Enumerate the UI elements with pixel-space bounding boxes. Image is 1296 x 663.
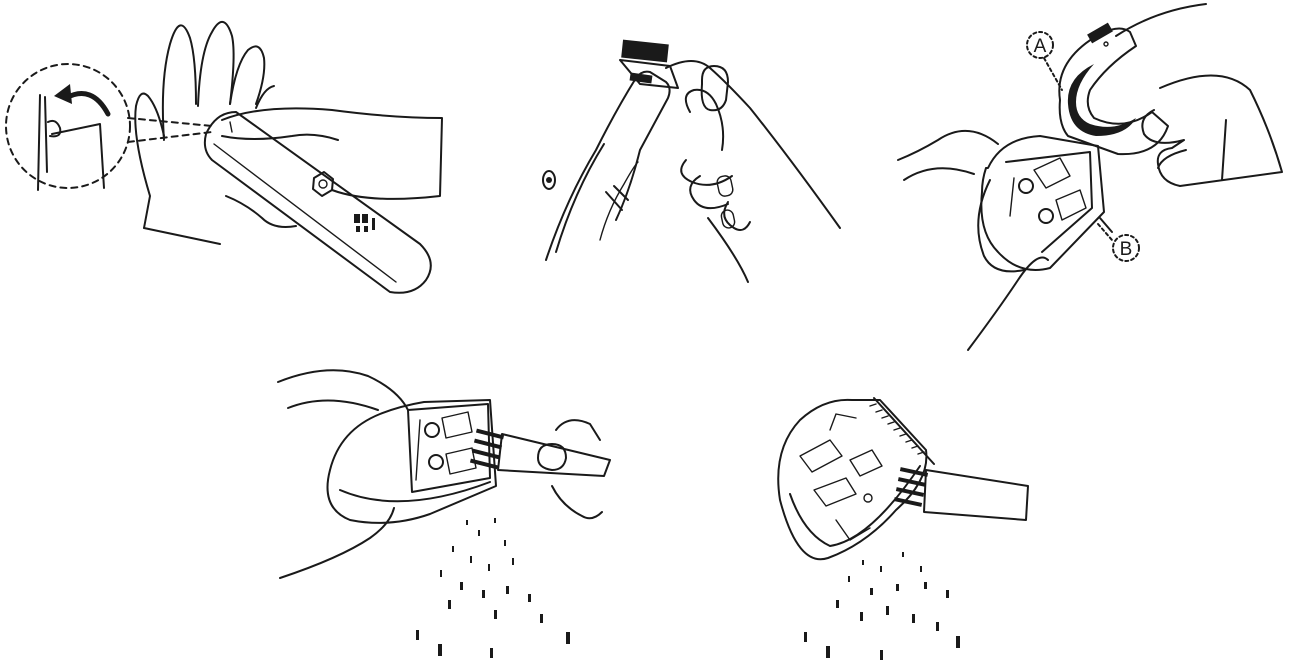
callout-a: A (1027, 32, 1062, 90)
callout-b: B (1098, 224, 1139, 261)
led-display-icon (354, 214, 375, 232)
falling-hair-debris (804, 552, 960, 660)
step-2-remove-blade (543, 40, 840, 282)
blade-head (1059, 23, 1168, 154)
svg-text:A: A (1034, 36, 1047, 57)
blade-teeth (870, 398, 934, 464)
step-4-brush-body (278, 370, 610, 658)
magnifier-detail (6, 64, 130, 190)
falling-hair-debris (416, 518, 570, 658)
step-5-brush-blade (778, 398, 1028, 660)
svg-text:B: B (1120, 239, 1133, 260)
step-1-open-latch (6, 22, 442, 293)
rotate-arrow-icon (54, 84, 72, 104)
step-3-align-blade: A B (898, 4, 1282, 350)
cleaning-brush (470, 429, 610, 476)
